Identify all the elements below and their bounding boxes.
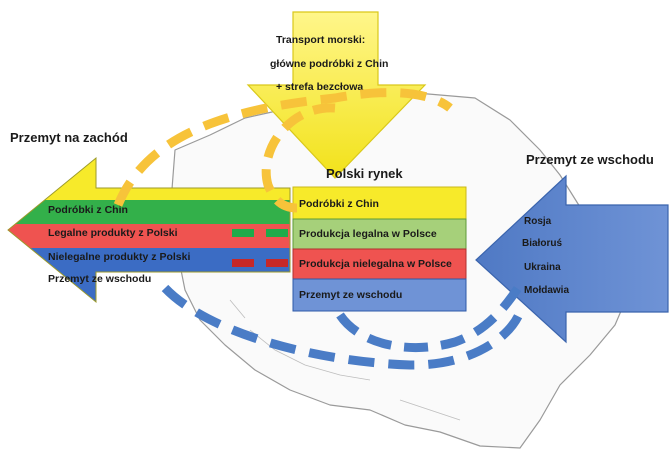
west-title: Przemyt na zachód <box>10 130 128 145</box>
west-band-green <box>8 200 290 224</box>
market-row-green <box>292 218 467 250</box>
market-title: Polski rynek <box>326 166 403 181</box>
west-band-label-3: Nielegalne produkty z Polski <box>48 251 190 263</box>
market-row-blue <box>292 278 467 312</box>
east-country-2: Białoruś <box>522 238 562 249</box>
west-band-label-2: Legalne produkty z Polski <box>48 227 178 239</box>
blue-dashed-arc-west <box>161 284 525 370</box>
market-stack <box>292 186 467 312</box>
market-row-label-3: Produkcja nielegalna w Polsce <box>299 258 452 270</box>
market-row-red <box>292 248 467 280</box>
market-row-label-4: Przemyt ze wschodu <box>299 289 402 301</box>
east-arrow <box>475 174 669 344</box>
west-band-label-4: Przemyt ze wschodu <box>48 273 151 285</box>
market-row-label-1: Podróbki z Chin <box>299 198 379 210</box>
east-country-4: Mołdawia <box>524 285 569 296</box>
west-band-label-1: Podróbki z Chin <box>48 204 128 216</box>
poland-map-detail <box>229 299 461 421</box>
orange-dashed-arc-market <box>261 103 336 213</box>
market-row-yellow <box>292 186 467 220</box>
transport-line-1: Transport morski: <box>276 34 365 46</box>
east-title: Przemyt ze wschodu <box>526 152 654 167</box>
market-row-label-2: Produkcja legalna w Polsce <box>299 228 437 240</box>
transport-line-3: + strefa bezcłowa <box>276 81 363 93</box>
east-country-1: Rosja <box>524 216 552 227</box>
east-country-3: Ukraina <box>524 262 561 273</box>
orange-dashed-arc-west <box>113 88 453 207</box>
transport-line-2: główne podróbki z Chin <box>270 58 388 70</box>
blue-dashed-arc-market <box>336 282 524 352</box>
